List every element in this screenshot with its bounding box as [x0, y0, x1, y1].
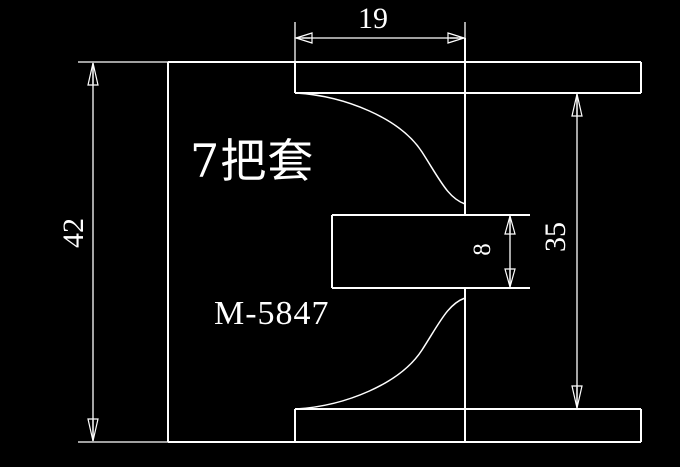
dim42-arrow-top	[87, 62, 99, 86]
dim19-arrow-left	[293, 32, 313, 44]
dimension-19	[293, 22, 467, 63]
dimension-35	[500, 92, 592, 410]
ogee-curve-bottom	[295, 297, 466, 410]
dim42-arrow-bottom	[87, 418, 99, 442]
dimension-8	[504, 213, 516, 290]
dimension-label-35: 35	[539, 222, 572, 252]
drawing-title-label: 7把套	[190, 134, 315, 188]
dim35-arrow-top	[571, 93, 583, 117]
ogee-curve-top	[295, 92, 466, 205]
dim19-arrow-right	[447, 32, 467, 44]
part-number-label: M-5847	[214, 295, 330, 332]
upper-step	[294, 62, 641, 94]
dim8-arrow-bottom	[504, 268, 516, 290]
dimension-label-42: 42	[57, 218, 90, 248]
profile-outline	[167, 61, 295, 443]
groove-rectangle	[331, 214, 530, 289]
dimension-42	[78, 61, 168, 443]
body-right-edge-group	[295, 61, 642, 443]
dim8-arrow-top	[504, 213, 516, 235]
dimension-label-8: 8	[468, 243, 496, 256]
dimension-label-19: 19	[358, 2, 388, 35]
lower-step	[294, 408, 641, 442]
dim35-arrow-bottom	[571, 385, 583, 409]
